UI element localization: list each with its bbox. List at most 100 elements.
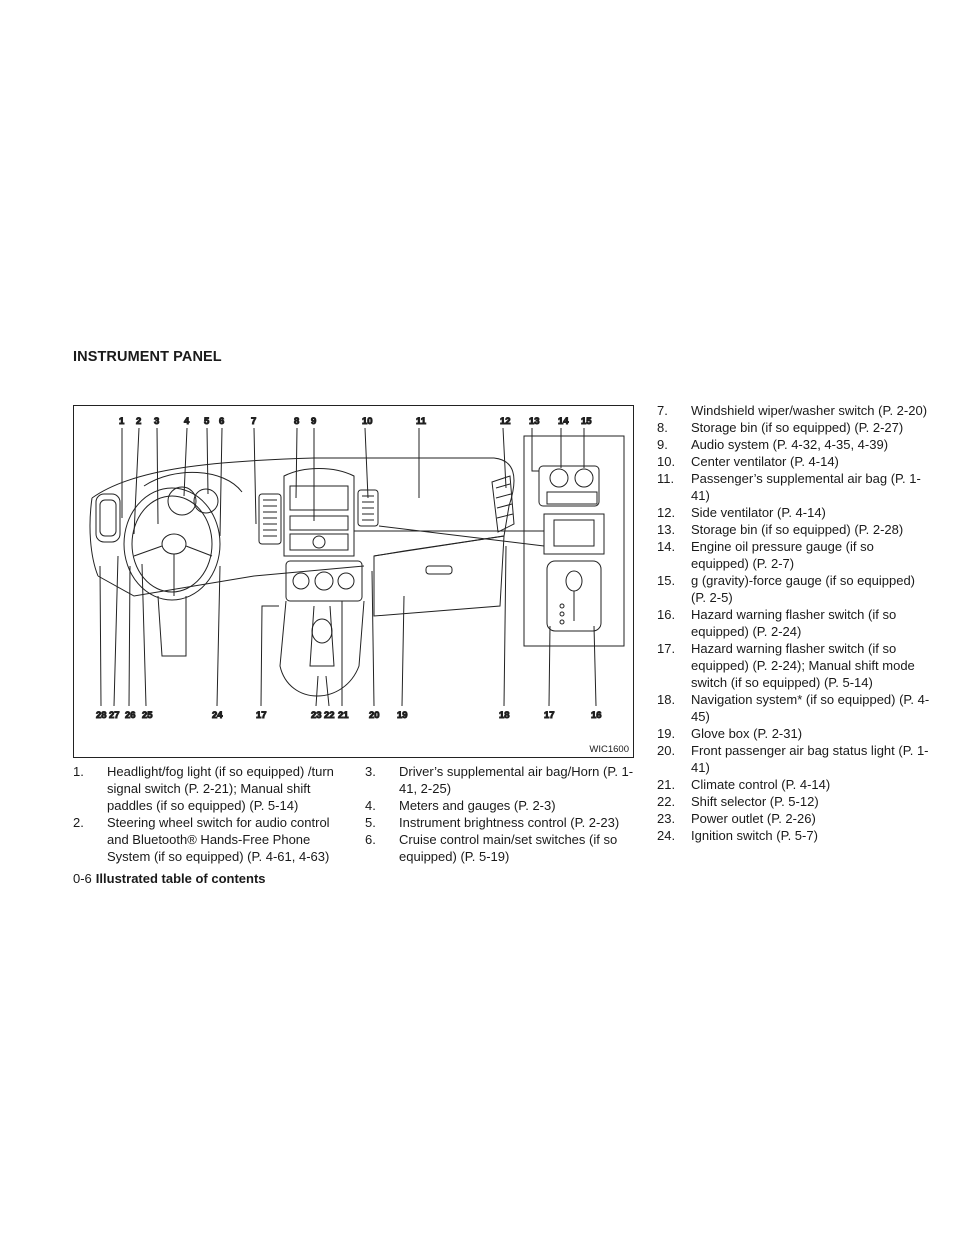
item-text: Hazard warning flasher switch (if so equ… xyxy=(691,607,897,639)
item-number: 12. xyxy=(657,505,676,520)
item-number: 4. xyxy=(365,798,376,813)
list-item: 16. Hazard warning flasher switch (if so … xyxy=(657,606,932,640)
callout-27: 27 xyxy=(109,710,120,721)
item-text: Headlight/fog light (if so equipped) /tu… xyxy=(107,764,334,813)
instrument-panel-figure: 1 2 3 4 5 6 7 8 9 10 11 12 13 14 15 28 2… xyxy=(73,405,634,758)
item-text: Power outlet (P. 2-26) xyxy=(691,811,816,826)
item-text: Engine oil pressure gauge (if so equippe… xyxy=(691,539,874,571)
item-list-middle: 3. Driver’s supplemental air bag/Horn (P.… xyxy=(365,763,635,865)
callout-23: 23 xyxy=(311,710,322,721)
page-number: 0-6 xyxy=(73,871,92,886)
callout-12: 12 xyxy=(500,416,511,427)
item-number: 24. xyxy=(657,828,676,843)
callout-14: 14 xyxy=(558,416,569,427)
callout-5: 5 xyxy=(204,416,210,427)
item-number: 5. xyxy=(365,815,376,830)
item-number: 9. xyxy=(657,437,668,452)
list-item: 6.Cruise control main/set switches (if s… xyxy=(365,831,635,865)
item-text: Storage bin (if so equipped) (P. 2-27) xyxy=(691,420,904,435)
callout-28: 28 xyxy=(96,710,107,721)
callout-22: 22 xyxy=(324,710,335,721)
list-item: 1. Headlight/fog light (if so equipped) /… xyxy=(73,763,353,814)
list-item: 5. Instrument brightness control (P. 2-23… xyxy=(365,814,635,831)
list-item: 14.Engine oil pressure gauge (if so equi… xyxy=(657,538,932,572)
item-number: 22. xyxy=(657,794,676,809)
list-item: 3. Driver’s supplemental air bag/Horn (P.… xyxy=(365,763,635,797)
item-text: Meters and gauges (P. 2-3) xyxy=(399,798,556,813)
list-item: 11. Passenger’s supplemental air bag (P. … xyxy=(657,470,932,504)
callout-4: 4 xyxy=(184,416,190,427)
item-number: 3. xyxy=(365,764,376,779)
item-number: 10. xyxy=(657,454,676,469)
item-text: Glove box (P. 2-31) xyxy=(691,726,803,741)
list-item: 17. Hazard warning flasher switch (if so … xyxy=(657,640,932,691)
item-text: Steering wheel switch for audio control … xyxy=(107,815,330,864)
bottom-callouts: 28 27 26 25 24 17 23 22 21 20 19 18 17 1… xyxy=(96,710,603,722)
item-number: 13. xyxy=(657,522,676,537)
callout-3: 3 xyxy=(154,416,159,427)
callout-13: 13 xyxy=(529,416,540,427)
callout-20: 20 xyxy=(369,710,380,721)
list-item: 10. Center ventilator (P. 4-14) xyxy=(657,453,932,470)
callout-16: 16 xyxy=(591,710,602,721)
item-text: Center ventilator (P. 4-14) xyxy=(691,454,839,469)
item-text: Side ventilator (P. 4-14) xyxy=(691,505,826,520)
item-number: 11. xyxy=(657,471,675,486)
item-text: Hazard warning flasher switch (if so equ… xyxy=(691,641,915,690)
top-callouts: 1 2 3 4 5 6 7 8 9 10 11 12 13 14 15 xyxy=(119,416,593,428)
list-item: 20. Front passenger air bag status light … xyxy=(657,742,932,776)
callout-25: 25 xyxy=(142,710,153,721)
callout-17b: 17 xyxy=(544,710,555,721)
item-number: 18. xyxy=(657,692,676,707)
callout-15: 15 xyxy=(581,416,592,427)
item-number: 17. xyxy=(657,641,676,656)
item-text: Windshield wiper/washer switch (P. 2-20) xyxy=(691,403,928,418)
callout-10: 10 xyxy=(362,416,373,427)
item-number: 7. xyxy=(657,403,668,418)
item-list-right: 7. Windshield wiper/washer switch (P. 2-2… xyxy=(657,402,932,844)
callout-24: 24 xyxy=(212,710,223,721)
item-text: Front passenger air bag status light (P.… xyxy=(691,743,929,775)
item-text: Ignition switch (P. 5-7) xyxy=(691,828,818,843)
item-number: 23. xyxy=(657,811,676,826)
item-text: Driver’s supplemental air bag/Horn (P. 1… xyxy=(399,764,634,796)
item-text: Storage bin (if so equipped) (P. 2-28) xyxy=(691,522,904,537)
dashboard-illustration: 1 2 3 4 5 6 7 8 9 10 11 12 13 14 15 28 2… xyxy=(89,416,625,722)
item-number: 19. xyxy=(657,726,676,741)
item-text: Shift selector (P. 5-12) xyxy=(691,794,819,809)
list-item: 9. Audio system (P. 4-32, 4-35, 4-39) xyxy=(657,436,932,453)
list-item: 19. Glove box (P. 2-31) xyxy=(657,725,932,742)
item-text: Passenger’s supplemental air bag (P. 1-4… xyxy=(691,471,921,503)
item-number: 16. xyxy=(657,607,676,622)
list-item: 7. Windshield wiper/washer switch (P. 2-2… xyxy=(657,402,932,419)
callout-2: 2 xyxy=(136,416,141,427)
list-item: 2.Steering wheel switch for audio contro… xyxy=(73,814,353,865)
list-item: 4. Meters and gauges (P. 2-3) xyxy=(365,797,635,814)
list-item: 12. Side ventilator (P. 4-14) xyxy=(657,504,932,521)
item-number: 21. xyxy=(657,777,676,792)
item-number: 1. xyxy=(73,764,84,779)
list-item: 18. Navigation system* (if so equipped) (… xyxy=(657,691,932,725)
item-text: Audio system (P. 4-32, 4-35, 4-39) xyxy=(691,437,889,452)
callout-17a: 17 xyxy=(256,710,267,721)
callout-26: 26 xyxy=(125,710,136,721)
item-text: Navigation system* (if so equipped) (P. … xyxy=(691,692,930,724)
list-item: 21. Climate control (P. 4-14) xyxy=(657,776,932,793)
item-list-left: 1. Headlight/fog light (if so equipped) /… xyxy=(73,763,353,865)
item-number: 15. xyxy=(657,573,676,588)
callout-6: 6 xyxy=(219,416,224,427)
list-item: 23. Power outlet (P. 2-26) xyxy=(657,810,932,827)
section-heading: INSTRUMENT PANEL xyxy=(73,349,222,365)
list-item: 15.g (gravity)-force gauge (if so equipp… xyxy=(657,572,932,606)
item-text: Instrument brightness control (P. 2-23) xyxy=(399,815,620,830)
callout-11: 11 xyxy=(416,416,427,427)
callout-9: 9 xyxy=(311,416,316,427)
item-number: 20. xyxy=(657,743,676,758)
callout-7: 7 xyxy=(251,416,256,427)
list-item: 8. Storage bin (if so equipped) (P. 2-27) xyxy=(657,419,932,436)
list-item: 22. Shift selector (P. 5-12) xyxy=(657,793,932,810)
item-number: 8. xyxy=(657,420,668,435)
callout-21: 21 xyxy=(338,710,349,721)
item-text: Climate control (P. 4-14) xyxy=(691,777,831,792)
